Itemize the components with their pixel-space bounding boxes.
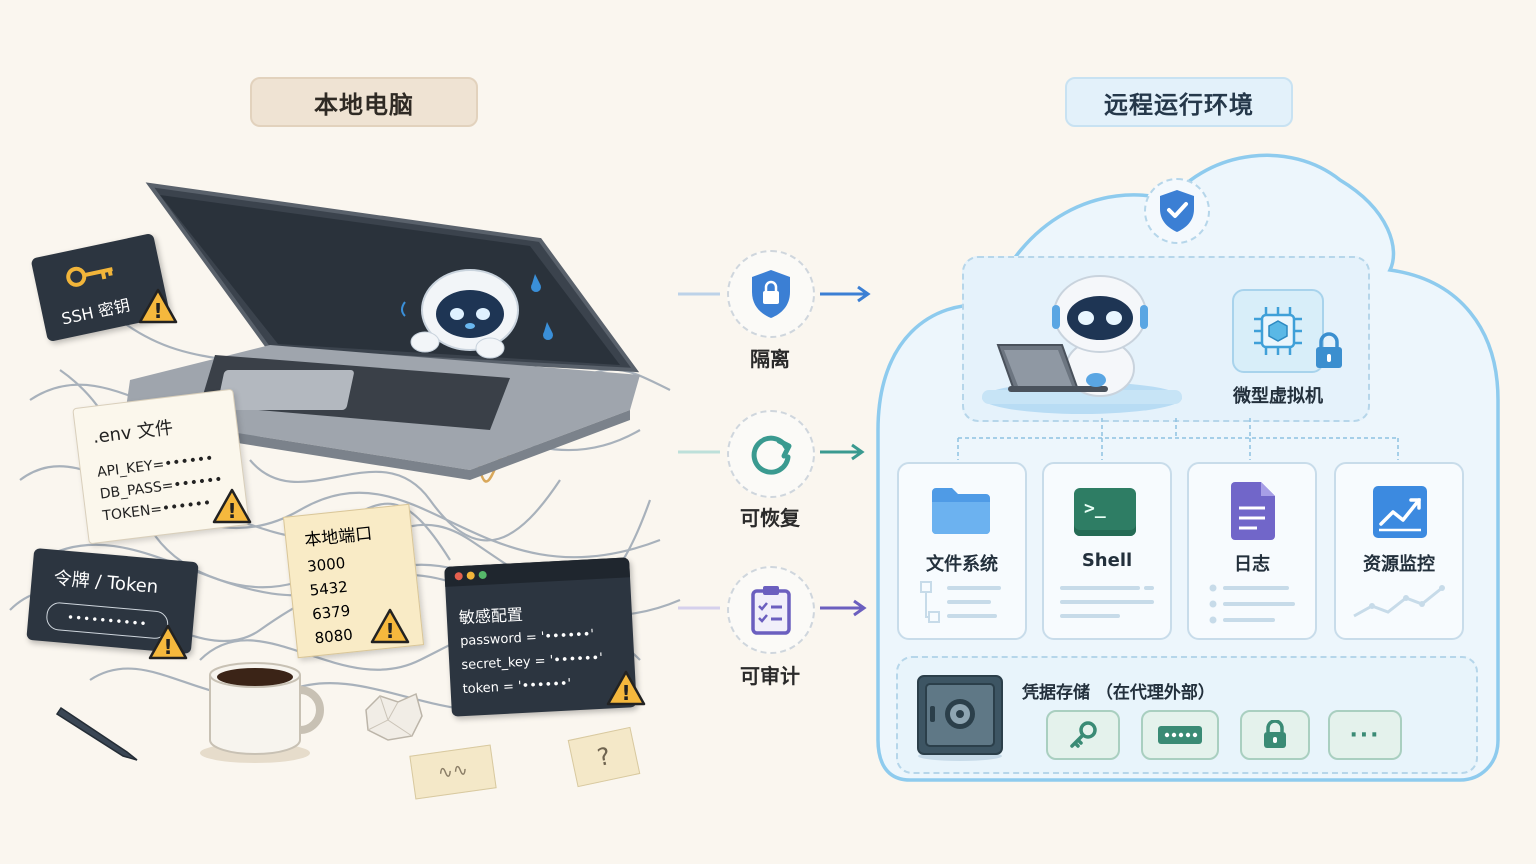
svg-text:!: !	[385, 619, 394, 643]
more-dots: ···	[1349, 722, 1381, 748]
text-lines	[1060, 586, 1154, 618]
crumpled-paper	[365, 692, 423, 741]
auditable-label: 可审计	[740, 664, 800, 688]
filesystem-label: 文件系统	[926, 554, 998, 575]
svg-text:!: !	[621, 681, 630, 705]
ssh-key-label: SSH 密钥	[59, 295, 132, 329]
port-6379: 6379	[311, 601, 352, 624]
service-connectors	[957, 418, 1399, 460]
service-card-filesystem: 文件系统	[897, 462, 1027, 640]
happy-robot	[982, 275, 1182, 414]
micro-vm-label: 微型虚拟机	[1233, 386, 1323, 407]
service-card-monitoring: 资源监控	[1334, 462, 1464, 640]
key-icon	[66, 266, 113, 287]
auditable-badge	[727, 566, 815, 654]
config-line-token: token = '••••••'	[462, 676, 572, 698]
warning-icon: !	[212, 488, 252, 524]
env-file-title: .env 文件	[91, 417, 175, 448]
isolation-label: 隔离	[750, 347, 790, 371]
shield-check-icon	[1160, 190, 1194, 232]
config-line-secret-key: secret_key = '••••••'	[461, 650, 604, 674]
warning-icon: !	[606, 670, 646, 706]
key-icon	[1070, 721, 1097, 748]
port-8080: 8080	[313, 625, 354, 648]
sensitive-config-title: 敏感配置	[458, 604, 524, 628]
local-computer-title: 本地电脑	[250, 77, 478, 127]
warning-icon: !	[370, 608, 410, 644]
shield-lock-icon	[752, 270, 790, 318]
terminal-prompt: >_	[1084, 498, 1106, 519]
token-mask: ••••••••••	[66, 610, 149, 632]
local-ports-title: 本地端口	[303, 523, 374, 551]
cpu-chip-icon	[1254, 307, 1302, 355]
micro-vm-chip	[1232, 289, 1324, 373]
port-5432: 5432	[308, 577, 349, 600]
credential-lock-button	[1240, 710, 1310, 760]
svg-text:!: !	[163, 635, 172, 659]
chart-icon	[1373, 486, 1427, 538]
password-field-icon	[1158, 726, 1202, 744]
svg-text:!: !	[227, 499, 236, 523]
pencil	[55, 706, 138, 761]
service-card-shell: >_ Shell	[1042, 462, 1172, 640]
credential-password-button	[1141, 710, 1219, 760]
worried-robot	[401, 269, 553, 359]
refresh-icon	[751, 435, 792, 475]
safe-icon	[917, 675, 1003, 761]
remote-environment-title: 远程运行环境	[1065, 77, 1293, 127]
document-icon	[1231, 482, 1275, 540]
logs-label: 日志	[1234, 554, 1270, 575]
config-line-password: password = '••••••'	[459, 627, 595, 650]
tree-lines	[920, 581, 1001, 623]
recoverable-badge	[727, 410, 815, 498]
terminal-icon: >_	[1074, 488, 1136, 536]
vm-lock-icon	[1316, 332, 1342, 368]
log-lines	[1209, 584, 1295, 624]
clipboard-check-icon	[751, 586, 791, 635]
security-shield-badge	[1144, 178, 1210, 244]
isolation-badge	[727, 250, 815, 338]
ssh-key-card: SSH 密钥	[30, 232, 171, 343]
port-3000: 3000	[306, 553, 347, 576]
recoverable-label: 可恢复	[740, 506, 800, 530]
warning-icon: !	[148, 624, 188, 660]
credential-store-label: 凭据存储 （在代理外部）	[1022, 683, 1215, 703]
service-card-logs: 日志	[1187, 462, 1317, 640]
sparkline	[1353, 585, 1445, 618]
warning-icon: !	[138, 288, 178, 324]
token-title: 令牌 / Token	[52, 567, 160, 598]
flow-arrows	[678, 285, 871, 617]
folder-icon	[932, 488, 990, 534]
credential-key-button	[1046, 710, 1120, 760]
svg-text:!: !	[153, 299, 162, 323]
shell-label: Shell	[1081, 550, 1133, 571]
coffee-mug	[200, 662, 324, 763]
monitoring-label: 资源监控	[1363, 554, 1435, 575]
credential-more-button: ···	[1328, 710, 1402, 760]
lock-icon	[1264, 720, 1286, 748]
